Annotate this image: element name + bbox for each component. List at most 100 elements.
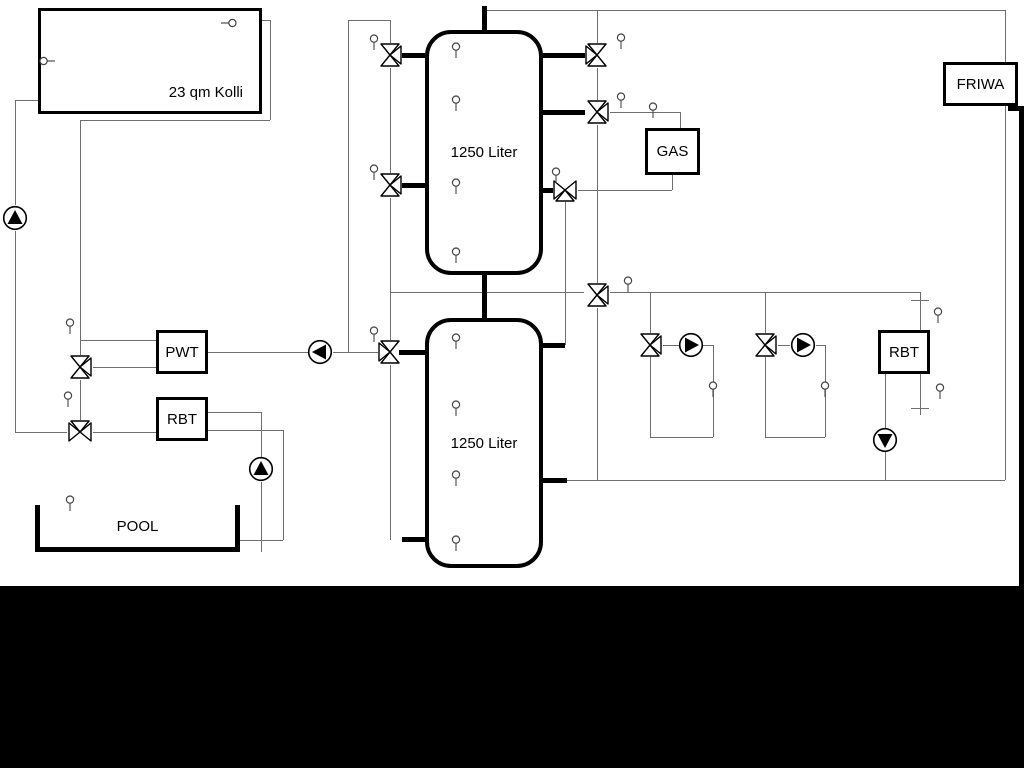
buffer-tank-upper: 1250 Liter	[425, 30, 543, 275]
tank-port	[402, 537, 425, 542]
tank-port	[402, 53, 425, 58]
temperature-sensor-icon	[63, 391, 73, 408]
pipe-segment	[93, 367, 156, 368]
gas-boiler: GAS	[645, 128, 700, 175]
pipe-segment	[80, 380, 81, 420]
temperature-sensor-icon	[933, 307, 943, 324]
pipe-segment	[663, 345, 679, 346]
pipe-segment	[765, 292, 766, 333]
pump-icon	[2, 205, 28, 231]
tank-port	[543, 343, 565, 348]
pipe-segment	[15, 100, 16, 205]
pipe-segment	[208, 430, 283, 431]
temperature-sensor-icon	[451, 95, 461, 112]
temperature-sensor-icon	[451, 535, 461, 552]
buffer-tank-upper-label: 1250 Liter	[450, 144, 518, 161]
temperature-sensor-icon	[65, 495, 75, 512]
temperature-sensor-icon	[451, 247, 461, 264]
rbt-right-label: RBT	[889, 343, 919, 361]
temperature-sensor-icon	[451, 333, 461, 350]
pipe-segment	[270, 20, 271, 120]
pipe-segment	[390, 68, 391, 173]
pipe-segment	[672, 175, 673, 190]
tank-port	[543, 478, 567, 483]
pipe-segment	[597, 125, 598, 283]
three-way-valve-icon	[68, 420, 92, 442]
pipe-segment	[261, 482, 262, 552]
temperature-sensor-icon	[451, 178, 461, 195]
buffer-tank-lower-label: 1250 Liter	[450, 434, 518, 452]
temperature-sensor-icon	[65, 318, 75, 335]
pipe-segment	[390, 20, 391, 43]
tank-port	[543, 188, 553, 193]
temperature-sensor-icon	[935, 383, 945, 400]
pipe-segment	[703, 345, 713, 346]
pipe-segment	[680, 112, 681, 128]
pipe-segment	[484, 10, 1005, 11]
temperature-sensor-icon	[369, 34, 379, 51]
pump-icon	[678, 332, 704, 358]
pipe-segment	[1005, 106, 1006, 480]
pipe-segment	[390, 365, 391, 540]
pipe-segment	[261, 412, 262, 457]
three-way-valve-icon	[640, 333, 662, 357]
rbt-left-label: RBT	[167, 410, 197, 428]
tank-port	[482, 6, 487, 30]
pipe-segment	[578, 190, 672, 191]
pipe-segment	[885, 452, 886, 480]
pipe-segment	[208, 352, 308, 353]
temperature-sensor-icon	[451, 470, 461, 487]
pipe-segment	[597, 10, 598, 43]
pipe-segment	[816, 345, 825, 346]
pipe-segment	[80, 120, 270, 121]
pipe-segment	[920, 292, 921, 330]
temperature-sensor-icon	[369, 326, 379, 343]
tank-port	[402, 183, 425, 188]
pipe-segment	[920, 374, 921, 415]
pipe-segment	[545, 480, 1005, 481]
pipe-segment	[1005, 10, 1006, 62]
pipe-segment	[885, 374, 886, 428]
pipe-segment	[238, 540, 283, 541]
tank-connector	[482, 275, 487, 318]
right-edge-bar	[1019, 110, 1024, 586]
tank-port	[399, 350, 425, 355]
temperature-sensor-icon	[648, 102, 658, 119]
pipe-segment	[765, 357, 766, 437]
pipe-segment	[333, 352, 378, 353]
pipe-segment	[348, 20, 390, 21]
temperature-sensor-icon	[616, 33, 626, 50]
pipe-segment	[650, 292, 651, 333]
temperature-sensor-icon	[451, 400, 461, 417]
solar-collector-label: 23 qm Kolli	[168, 84, 243, 101]
solar-collector: 23 qm Kolli	[38, 8, 262, 114]
pipe-segment	[911, 408, 929, 409]
pipe-segment	[80, 120, 81, 355]
pipe-segment	[597, 308, 598, 480]
pwt-label: PWT	[165, 343, 199, 361]
pipe-segment	[565, 202, 566, 345]
pump-icon	[307, 339, 333, 365]
pipe-segment	[80, 340, 156, 341]
pipe-segment	[911, 300, 929, 301]
temperature-sensor-icon	[451, 42, 461, 59]
pump-icon	[872, 427, 898, 453]
pipe-segment	[778, 345, 790, 346]
tank-port	[1008, 106, 1024, 111]
pipe-segment	[15, 100, 38, 101]
three-way-valve-icon	[587, 283, 609, 307]
pwt-heat-exchanger: PWT	[156, 330, 208, 374]
temperature-sensor-icon	[551, 167, 561, 184]
three-way-valve-icon	[755, 333, 777, 357]
pipe-segment	[610, 112, 680, 113]
gas-label: GAS	[656, 143, 689, 160]
pipe-segment	[597, 68, 598, 100]
rbt-left-unit: RBT	[156, 397, 208, 441]
pump-icon	[790, 332, 816, 358]
temperature-sensor-icon	[820, 381, 830, 398]
three-way-valve-icon	[585, 43, 607, 67]
pool-label: POOL	[116, 517, 159, 535]
masked-region	[0, 586, 1024, 768]
pipe-segment	[15, 432, 67, 433]
